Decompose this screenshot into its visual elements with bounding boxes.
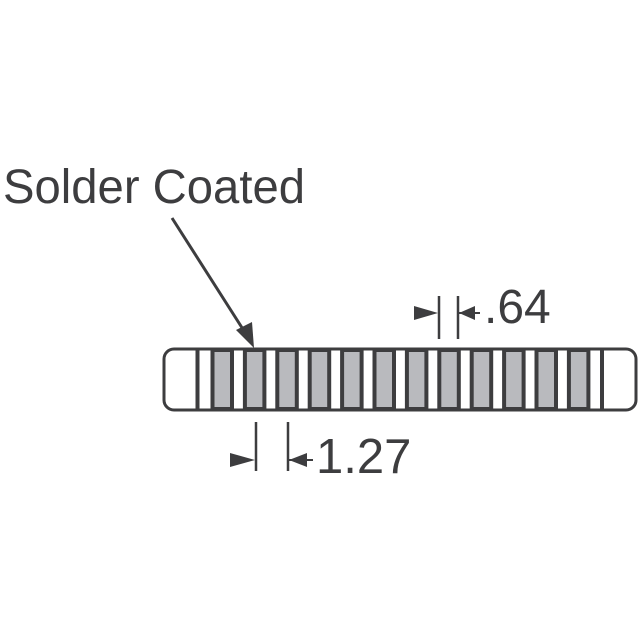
connector-outline [162,347,638,412]
pitch-dimension: 1.27 [230,422,411,484]
solder-pad [534,348,558,411]
pad-width-value: .64 [484,281,551,334]
solder-pad [566,348,591,411]
solder-pad [340,348,364,411]
arrow-right-icon [414,306,438,320]
solder-pad [437,348,461,411]
pitch-value: 1.27 [316,430,411,484]
solder-pad [469,348,494,411]
solder-pad [210,348,234,411]
pad-width-dimension: .64 [414,281,551,339]
solder-pads [210,348,591,411]
solder-pad [242,348,267,411]
solder-pad [372,348,396,411]
solder-coated-label: Solder Coated [3,161,305,214]
arrow-right-icon [230,453,255,467]
connector-body [162,347,638,412]
solder-pad [307,348,332,411]
callout-arrow-icon [170,217,254,348]
solder-pad [404,348,429,411]
solder-pad [275,348,299,411]
solder-pad [502,348,526,411]
